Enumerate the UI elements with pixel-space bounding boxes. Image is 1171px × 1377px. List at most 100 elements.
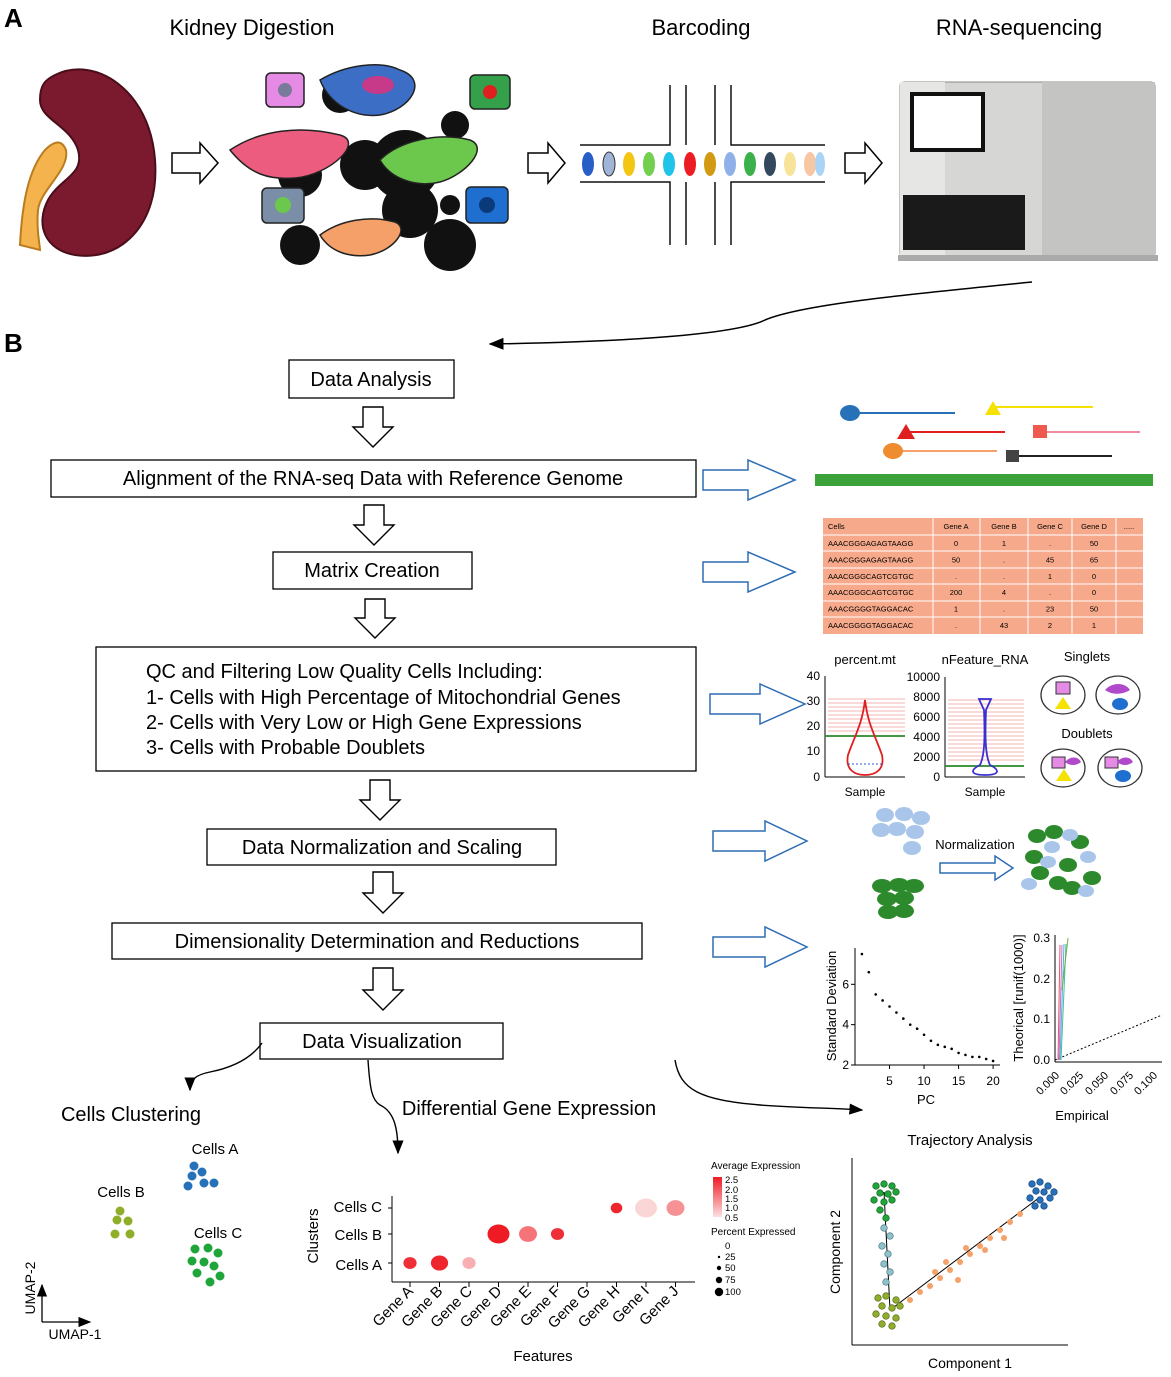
matrix-cell: AAACGGGGTAGGACAC	[828, 605, 914, 614]
matrix-creation-box	[272, 551, 473, 590]
nfeature-tick: 4000	[913, 730, 940, 744]
arrow-down-icon	[351, 406, 405, 1011]
matrix-cell: .	[1049, 588, 1051, 597]
nfeature-tick: 2000	[913, 750, 940, 764]
dge-dot	[430, 1255, 449, 1271]
legend-pct-value: 25	[725, 1252, 736, 1263]
matrix-cell: 50	[952, 555, 960, 564]
percent-tick: 40	[807, 669, 821, 683]
read-alignment-illustration	[815, 401, 1153, 486]
elbow-point	[943, 1045, 947, 1049]
cluster-label-c: Cells C	[194, 1225, 243, 1242]
dge-dot	[550, 1228, 565, 1240]
elbow-xlabel: PC	[917, 1092, 935, 1107]
trajectory-title: Trajectory Analysis	[907, 1132, 1032, 1149]
elbow-xtick: 5	[886, 1074, 893, 1088]
matrix-cell: .	[1003, 605, 1005, 614]
elbow-point	[929, 1039, 933, 1043]
count-matrix-table	[823, 518, 1143, 634]
dge-row-b: Cells B	[334, 1227, 382, 1244]
trajectory-ylabel: Component 2	[827, 1210, 843, 1294]
nfeature-tick: 0	[933, 770, 940, 784]
singlets-label: Singlets	[1064, 649, 1111, 664]
dge-dot	[666, 1200, 685, 1216]
dge-dot	[519, 1226, 537, 1242]
legend-pct-value: 50	[725, 1263, 736, 1274]
matrix-cell: 1	[1048, 572, 1052, 581]
visualization-box	[259, 1022, 504, 1060]
dge-ylabel: Clusters	[305, 1208, 322, 1263]
cluster-label-b: Cells B	[97, 1184, 145, 1201]
elbow-xtick: 15	[952, 1074, 966, 1088]
elbow-xtick: 10	[917, 1074, 931, 1088]
nfeature-title: nFeature_RNA	[942, 652, 1029, 667]
jackstraw-xtick: 0.100	[1132, 1070, 1160, 1098]
qc-title: QC and Filtering Low Quality Cells Inclu…	[146, 661, 543, 683]
panel-a-label: A	[4, 3, 23, 33]
arrow-right-blue-icon	[702, 458, 809, 969]
elbow-point	[922, 1033, 926, 1037]
percent-xlabel: Sample	[845, 785, 886, 799]
jackstraw-ytick: 0.3	[1033, 931, 1050, 945]
dge-title: Differential Gene Expression	[402, 1098, 656, 1120]
elbow-xtick: 20	[986, 1074, 1000, 1088]
dimensionality-label: Dimensionality Determination and Reducti…	[175, 931, 580, 953]
elbow-point	[874, 993, 878, 996]
percent-mt-violin-plot: percent.mt 40 30 20 10 0 Sample	[807, 652, 905, 799]
singlets-doublets-illustration: Singlets Doublets	[1040, 649, 1143, 788]
matrix-cell: 0	[1092, 572, 1096, 581]
elbow-ylabel: Standard Deviation	[824, 951, 839, 1062]
umap-x-label: UMAP-1	[49, 1326, 102, 1342]
dge-dot-plot: Differential Gene Expression Clusters Ce…	[305, 1098, 695, 1365]
matrix-cell: 1	[1092, 621, 1096, 630]
barcode-droplets	[582, 151, 825, 177]
dge-row-c: Cells C	[334, 1199, 383, 1216]
matrix-cell: 1	[1002, 539, 1006, 548]
connector-arrow	[488, 281, 1033, 350]
barcoding-microfluidic-illustration	[580, 85, 825, 245]
legend-pct-value: 100	[725, 1287, 741, 1298]
jackstraw-ytick: 0.1	[1033, 1012, 1050, 1026]
legend-pct-value: 0	[725, 1241, 730, 1252]
cells-clustering-umap: Cells Clustering Cells A Cells B Cells C…	[22, 1104, 242, 1342]
percent-tick: 30	[807, 694, 821, 708]
qc-item-2: 2- Cells with Very Low or High Gene Expr…	[146, 712, 582, 734]
dge-dot	[403, 1257, 417, 1269]
qc-item-3: 3- Cells with Probable Doublets	[146, 737, 425, 759]
matrix-cell: .	[1049, 539, 1051, 548]
count-matrix-cells: Cells Gene A Gene B Gene C Gene D .....	[828, 522, 1134, 531]
matrix-cell: AAACGGGCAGTCGTGC	[828, 588, 914, 597]
matrix-cell: AAACGGGCAGTCGTGC	[828, 572, 914, 581]
elbow-point	[984, 1057, 988, 1061]
matrix-cell: 50	[1090, 539, 1098, 548]
alignment-label: Alignment of the RNA-seq Data with Refer…	[123, 468, 623, 490]
elbow-point	[971, 1055, 974, 1059]
dimensionality-box	[111, 922, 643, 960]
nfeature-tick: 8000	[913, 690, 940, 704]
dge-dot	[487, 1224, 510, 1244]
visualization-label: Data Visualization	[302, 1031, 462, 1053]
doublets-label: Doublets	[1061, 726, 1113, 741]
cluster-label-a: Cells A	[192, 1141, 239, 1158]
legend-avg-value: 0.5	[725, 1213, 738, 1224]
elbow-ytick: 6	[842, 977, 849, 991]
dge-dot	[462, 1257, 476, 1269]
matrix-cell: 65	[1090, 555, 1098, 564]
percent-mt-title: percent.mt	[834, 652, 896, 667]
dge-xlabel: Features	[513, 1348, 572, 1365]
clustering-title: Cells Clustering	[61, 1104, 201, 1126]
jackstraw-ytick: 0.2	[1033, 972, 1050, 986]
kidney-icon	[18, 68, 157, 257]
jackstraw-ylabel: Theorical [runif(1000)]	[1011, 934, 1026, 1061]
sequencer-machine-icon	[898, 81, 1158, 261]
nfeature-xlabel: Sample	[965, 785, 1006, 799]
umap-y-label: UMAP-2	[22, 1261, 38, 1314]
matrix-cell: .	[1003, 572, 1005, 581]
jackstraw-xtick: 0.075	[1108, 1070, 1136, 1098]
jackstraw-plot: Theorical [runif(1000)] Empirical 0.3 0.…	[1011, 931, 1163, 1123]
matrix-cell: 23	[1046, 605, 1054, 614]
normalization-process-label: Normalization	[935, 837, 1014, 852]
